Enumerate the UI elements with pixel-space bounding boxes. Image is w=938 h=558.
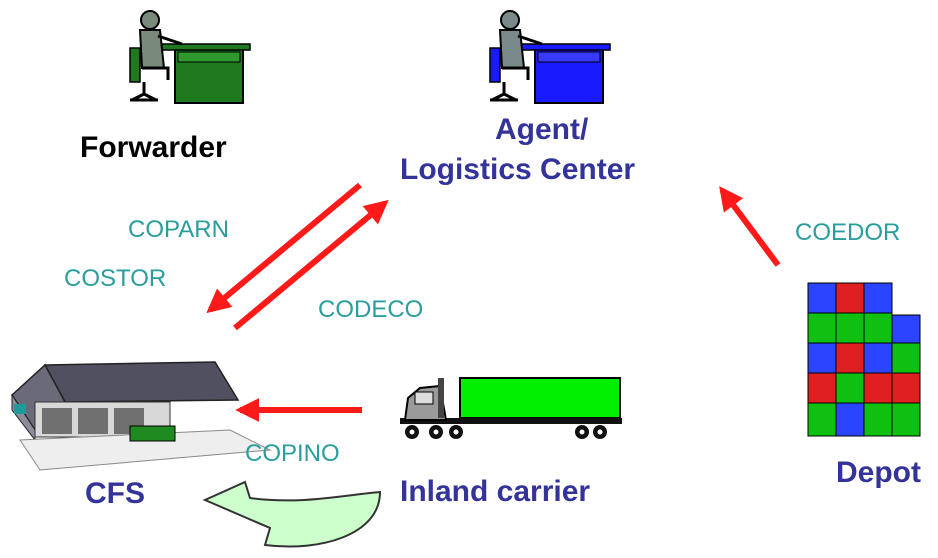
message-codeco: CODECO [318, 296, 424, 323]
loop-arrow [202, 480, 382, 548]
agent-label-line2: Logistics Center [400, 153, 636, 186]
message-coparn: COPARN [128, 216, 229, 243]
depot-label: Depot [836, 456, 921, 489]
agent-label-line1: Agent/ [495, 113, 589, 146]
truck-icon [400, 377, 622, 439]
inland-carrier-label: Inland carrier [400, 475, 591, 508]
coedor-arrow [719, 186, 781, 267]
message-costor: COSTOR [64, 265, 167, 292]
coparn-arrow [206, 182, 362, 314]
codeco-arrow [233, 199, 389, 331]
forwarder-worker-icon [129, 10, 251, 104]
agent-worker-icon [489, 10, 611, 104]
stacked-containers-icon [807, 282, 921, 437]
cfs-label: CFS [85, 477, 145, 510]
message-coedor: COEDOR [795, 219, 901, 246]
warehouse-icon [11, 361, 272, 471]
forwarder-label: Forwarder [80, 131, 227, 164]
message-copino: COPINO [245, 440, 340, 467]
